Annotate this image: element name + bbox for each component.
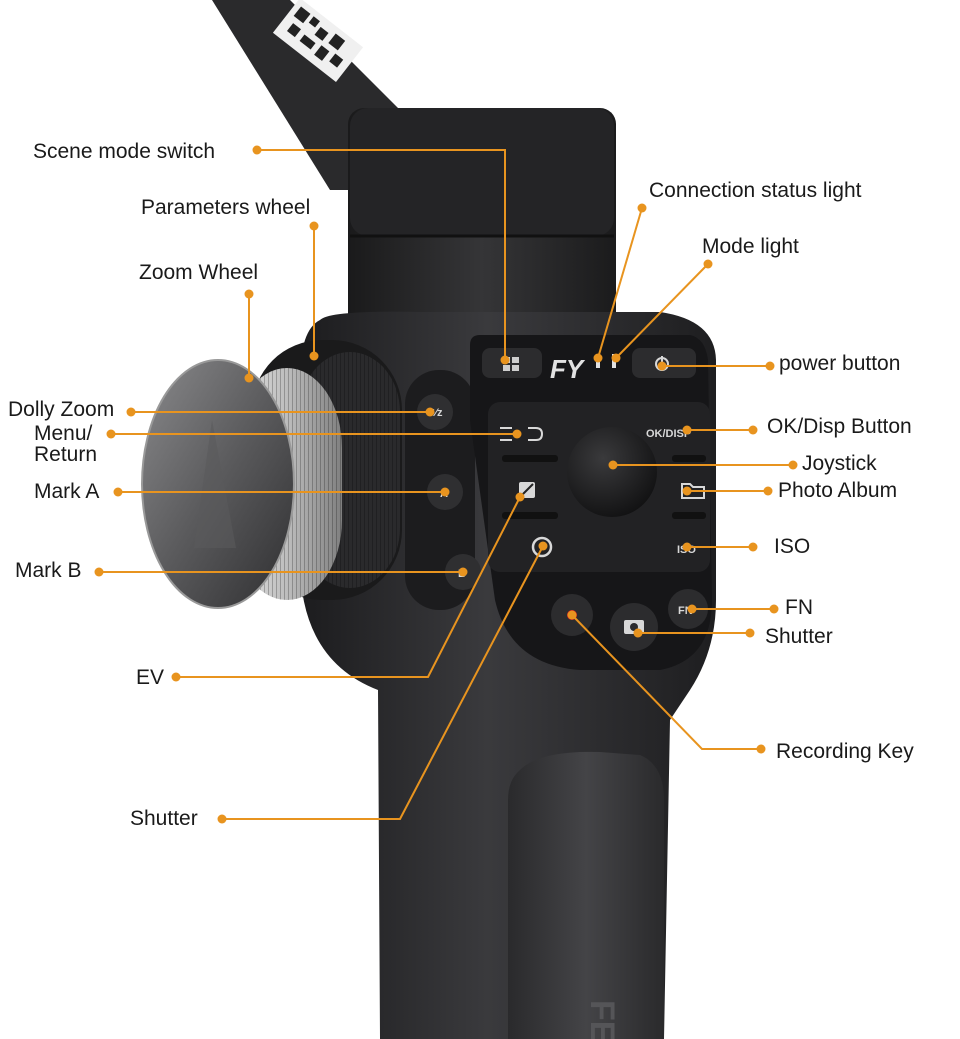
leader-dots [94, 145, 798, 824]
label-mark-a: Mark A [34, 480, 100, 503]
ok-disp-glyph[interactable]: OK/DISP [646, 428, 691, 440]
label-connection-status-light: Connection status light [649, 179, 862, 202]
label-power-button: power button [779, 352, 901, 375]
leader-lines [99, 149, 793, 820]
label-mark-b: Mark B [15, 559, 82, 582]
label-ev: EV [136, 666, 165, 689]
photo-album-button[interactable] [681, 483, 705, 499]
label-recording-key: Recording Key [776, 740, 914, 763]
handle-brand-text: FE [583, 1000, 621, 1039]
label-shutter-left: Shutter [130, 807, 198, 830]
label-menu-return-line1: Menu/ [34, 422, 93, 445]
label-mode-light: Mode light [702, 235, 799, 258]
label-iso: ISO [774, 535, 811, 558]
control-panel: FY OK/DISP ISO FN [470, 335, 712, 670]
zoom-wheel[interactable] [141, 359, 342, 609]
joystick[interactable] [567, 427, 657, 517]
motor-housing [348, 108, 616, 340]
label-parameters-wheel: Parameters wheel [141, 196, 311, 219]
shutter-button[interactable] [531, 536, 553, 558]
label-menu-return-line2: Return [34, 443, 98, 466]
label-joystick: Joystick [802, 452, 877, 475]
label-zoom-wheel: Zoom Wheel [139, 261, 259, 284]
side-button-panel: ⁵⁄z A B [405, 370, 481, 610]
label-ok-disp-button: OK/Disp Button [767, 415, 912, 438]
label-photo-album: Photo Album [778, 479, 898, 502]
dolly-zoom-button[interactable] [417, 394, 453, 430]
brand-logo: FY [550, 354, 586, 384]
label-dolly-zoom: Dolly Zoom [8, 398, 115, 421]
label-scene-mode-switch: Scene mode switch [33, 140, 216, 163]
label-shutter-right: Shutter [765, 625, 833, 648]
label-fn: FN [785, 596, 813, 619]
